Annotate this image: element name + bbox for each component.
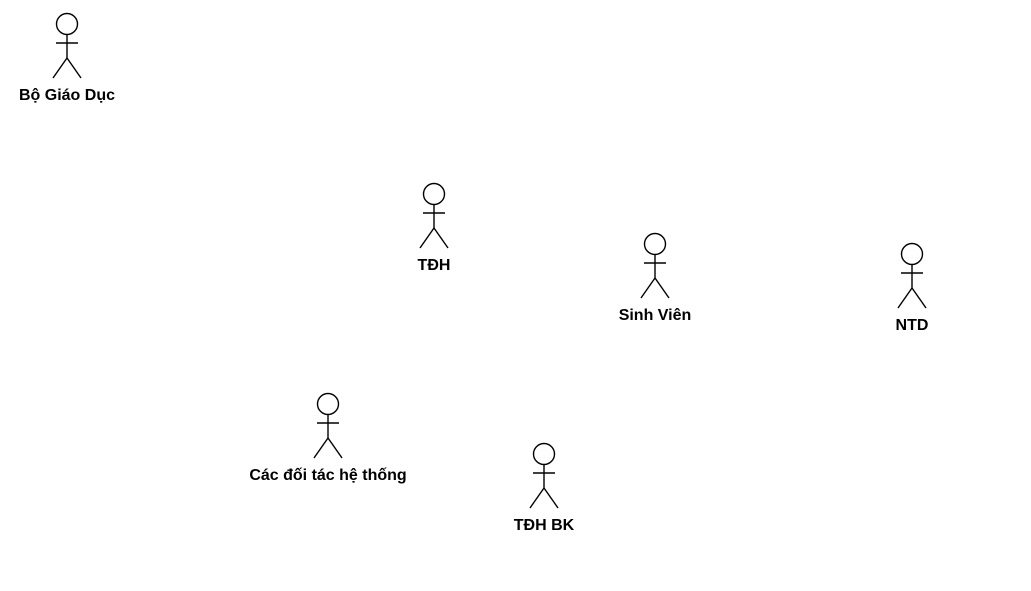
actor-label: TĐH BK — [513, 517, 575, 534]
actor-label: NTD — [895, 317, 929, 334]
actor-label: TĐH — [417, 257, 451, 274]
actor-stick-figure-icon — [419, 182, 449, 249]
actor-tdh[interactable]: TĐH — [334, 182, 534, 283]
actor-stick-figure-icon — [313, 392, 343, 459]
actor-tdh-bk[interactable]: TĐH BK — [444, 442, 644, 543]
actor-label: Sinh Viên — [618, 307, 692, 324]
actor-label: Các đối tác hệ thống — [249, 467, 407, 484]
actor-stick-figure-icon — [52, 12, 82, 79]
actor-stick-figure-icon — [529, 442, 559, 509]
actor-ntd[interactable]: NTD — [812, 242, 1012, 343]
actor-stick-figure-icon — [897, 242, 927, 309]
actor-sinh-vien[interactable]: Sinh Viên — [555, 232, 755, 333]
actor-bo-giao-duc[interactable]: Bộ Giáo Dục — [0, 12, 167, 113]
actor-stick-figure-icon — [640, 232, 670, 299]
actor-cac-doi-tac-he-thong[interactable]: Các đối tác hệ thống — [228, 392, 428, 493]
actor-label: Bộ Giáo Dục — [18, 87, 115, 104]
